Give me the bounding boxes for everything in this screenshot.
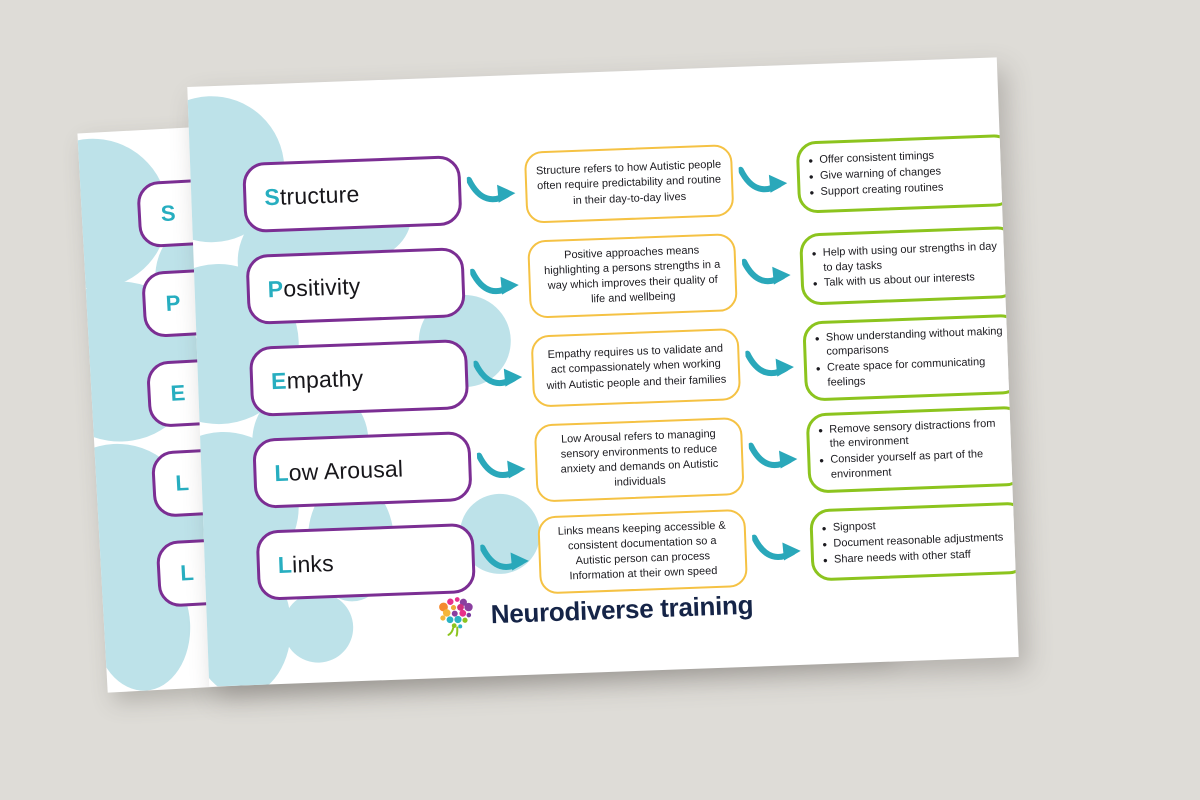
definition-text-positivity: Positive approaches means highlighting a…	[543, 244, 721, 306]
principle-rest-empathy: mpathy	[286, 364, 364, 394]
actions-list-low-arousal: Remove sensory distractions from the env…	[813, 416, 1015, 484]
principle-initial-structure: S	[263, 183, 281, 210]
actions-card-positivity: Help with using our strengths in day to …	[799, 225, 1019, 306]
arrow-right-icon	[745, 342, 802, 384]
back-pill-initial-1: P	[165, 290, 182, 316]
principle-rest-low-arousal: ow Arousal	[288, 454, 404, 486]
arrow-right-icon	[748, 434, 805, 476]
poster-card-front: Structure Structure refers to how Autist…	[187, 57, 1019, 687]
row-empathy: Empathy Empathy requires us to validate …	[248, 312, 1019, 425]
list-item: Create space for communicating feelings	[827, 354, 1012, 390]
principle-initial-positivity: P	[267, 275, 284, 302]
row-structure: Structure Structure refers to how Autist…	[242, 128, 1017, 241]
principle-pill-structure[interactable]: Structure	[242, 155, 463, 234]
definition-card-empathy: Empathy requires us to validate and act …	[530, 328, 742, 408]
principle-rest-links: inks	[291, 549, 335, 578]
brand-logo: Neurodiverse training	[434, 583, 754, 639]
front-card-content: Structure Structure refers to how Autist…	[187, 57, 1019, 687]
definition-card-structure: Structure refers to how Autistic people …	[523, 144, 735, 224]
brand-name: Neurodiverse training	[490, 589, 754, 629]
row-low-arousal: Low Arousal Low Arousal refers to managi…	[252, 404, 1019, 517]
back-pill-initial-4: L	[179, 559, 195, 586]
definition-text-links: Links means keeping accessible & consist…	[557, 519, 726, 583]
actions-list-structure: Offer consistent timings Give warning of…	[803, 149, 944, 201]
arrow-right-icon	[738, 158, 795, 200]
actions-list-empathy: Show understanding without making compar…	[810, 324, 1012, 392]
brain-dots-icon	[434, 593, 480, 639]
principle-label-positivity: Positivity	[267, 272, 361, 302]
arrow-right-icon	[476, 444, 534, 486]
actions-card-empathy: Show understanding without making compar…	[802, 313, 1019, 403]
principle-rest-positivity: ositivity	[282, 272, 361, 302]
principle-label-links: Links	[277, 550, 334, 579]
definition-text-empathy: Empathy requires us to validate and act …	[546, 342, 727, 392]
row-links: Links Links means keeping accessible & c…	[255, 496, 1019, 609]
actions-list-positivity: Help with using our strengths in day to …	[807, 239, 1009, 293]
principle-pill-empathy[interactable]: Empathy	[248, 338, 470, 417]
back-pill-initial-2: E	[169, 380, 186, 406]
list-item: Support creating routines	[820, 180, 943, 199]
definition-text-structure: Structure refers to how Autistic people …	[535, 158, 722, 207]
arrow-right-icon	[473, 352, 530, 394]
list-item: Consider yourself as part of the environ…	[830, 446, 1015, 482]
principle-rest-structure: tructure	[279, 180, 360, 210]
principle-pill-links[interactable]: Links	[255, 522, 477, 601]
principle-pill-positivity[interactable]: Positivity	[245, 247, 466, 325]
definition-card-low-arousal: Low Arousal refers to managing sensory e…	[533, 416, 745, 503]
actions-list-links: Signpost Document reasonable adjustments…	[817, 515, 1005, 569]
arrow-right-icon	[466, 168, 524, 210]
principle-initial-low-arousal: L	[273, 459, 290, 486]
slept-rows: Structure Structure refers to how Autist…	[187, 57, 1019, 686]
principle-label-low-arousal: Low Arousal	[274, 455, 404, 487]
arrow-right-icon	[751, 526, 809, 568]
actions-card-low-arousal: Remove sensory distractions from the env…	[805, 405, 1019, 495]
principle-initial-links: L	[277, 551, 293, 578]
definition-card-links: Links means keeping accessible & consist…	[537, 508, 748, 595]
arrow-right-icon	[479, 536, 537, 578]
row-positivity: Positivity Positive approaches means hig…	[245, 220, 1019, 333]
principle-initial-empathy: E	[270, 367, 288, 394]
actions-card-structure: Offer consistent timings Give warning of…	[795, 133, 1017, 214]
back-pill-initial-3: L	[174, 470, 190, 496]
principle-label-empathy: Empathy	[271, 364, 364, 394]
principle-label-structure: Structure	[264, 180, 360, 210]
principle-pill-low-arousal[interactable]: Low Arousal	[252, 430, 473, 509]
arrow-right-icon	[741, 250, 799, 292]
arrow-right-icon	[469, 260, 527, 302]
definition-card-positivity: Positive approaches means highlighting a…	[527, 232, 738, 319]
definition-text-low-arousal: Low Arousal refers to managing sensory e…	[560, 427, 719, 489]
actions-card-links: Signpost Document reasonable adjustments…	[809, 501, 1019, 582]
back-pill-initial-0: S	[160, 200, 177, 227]
